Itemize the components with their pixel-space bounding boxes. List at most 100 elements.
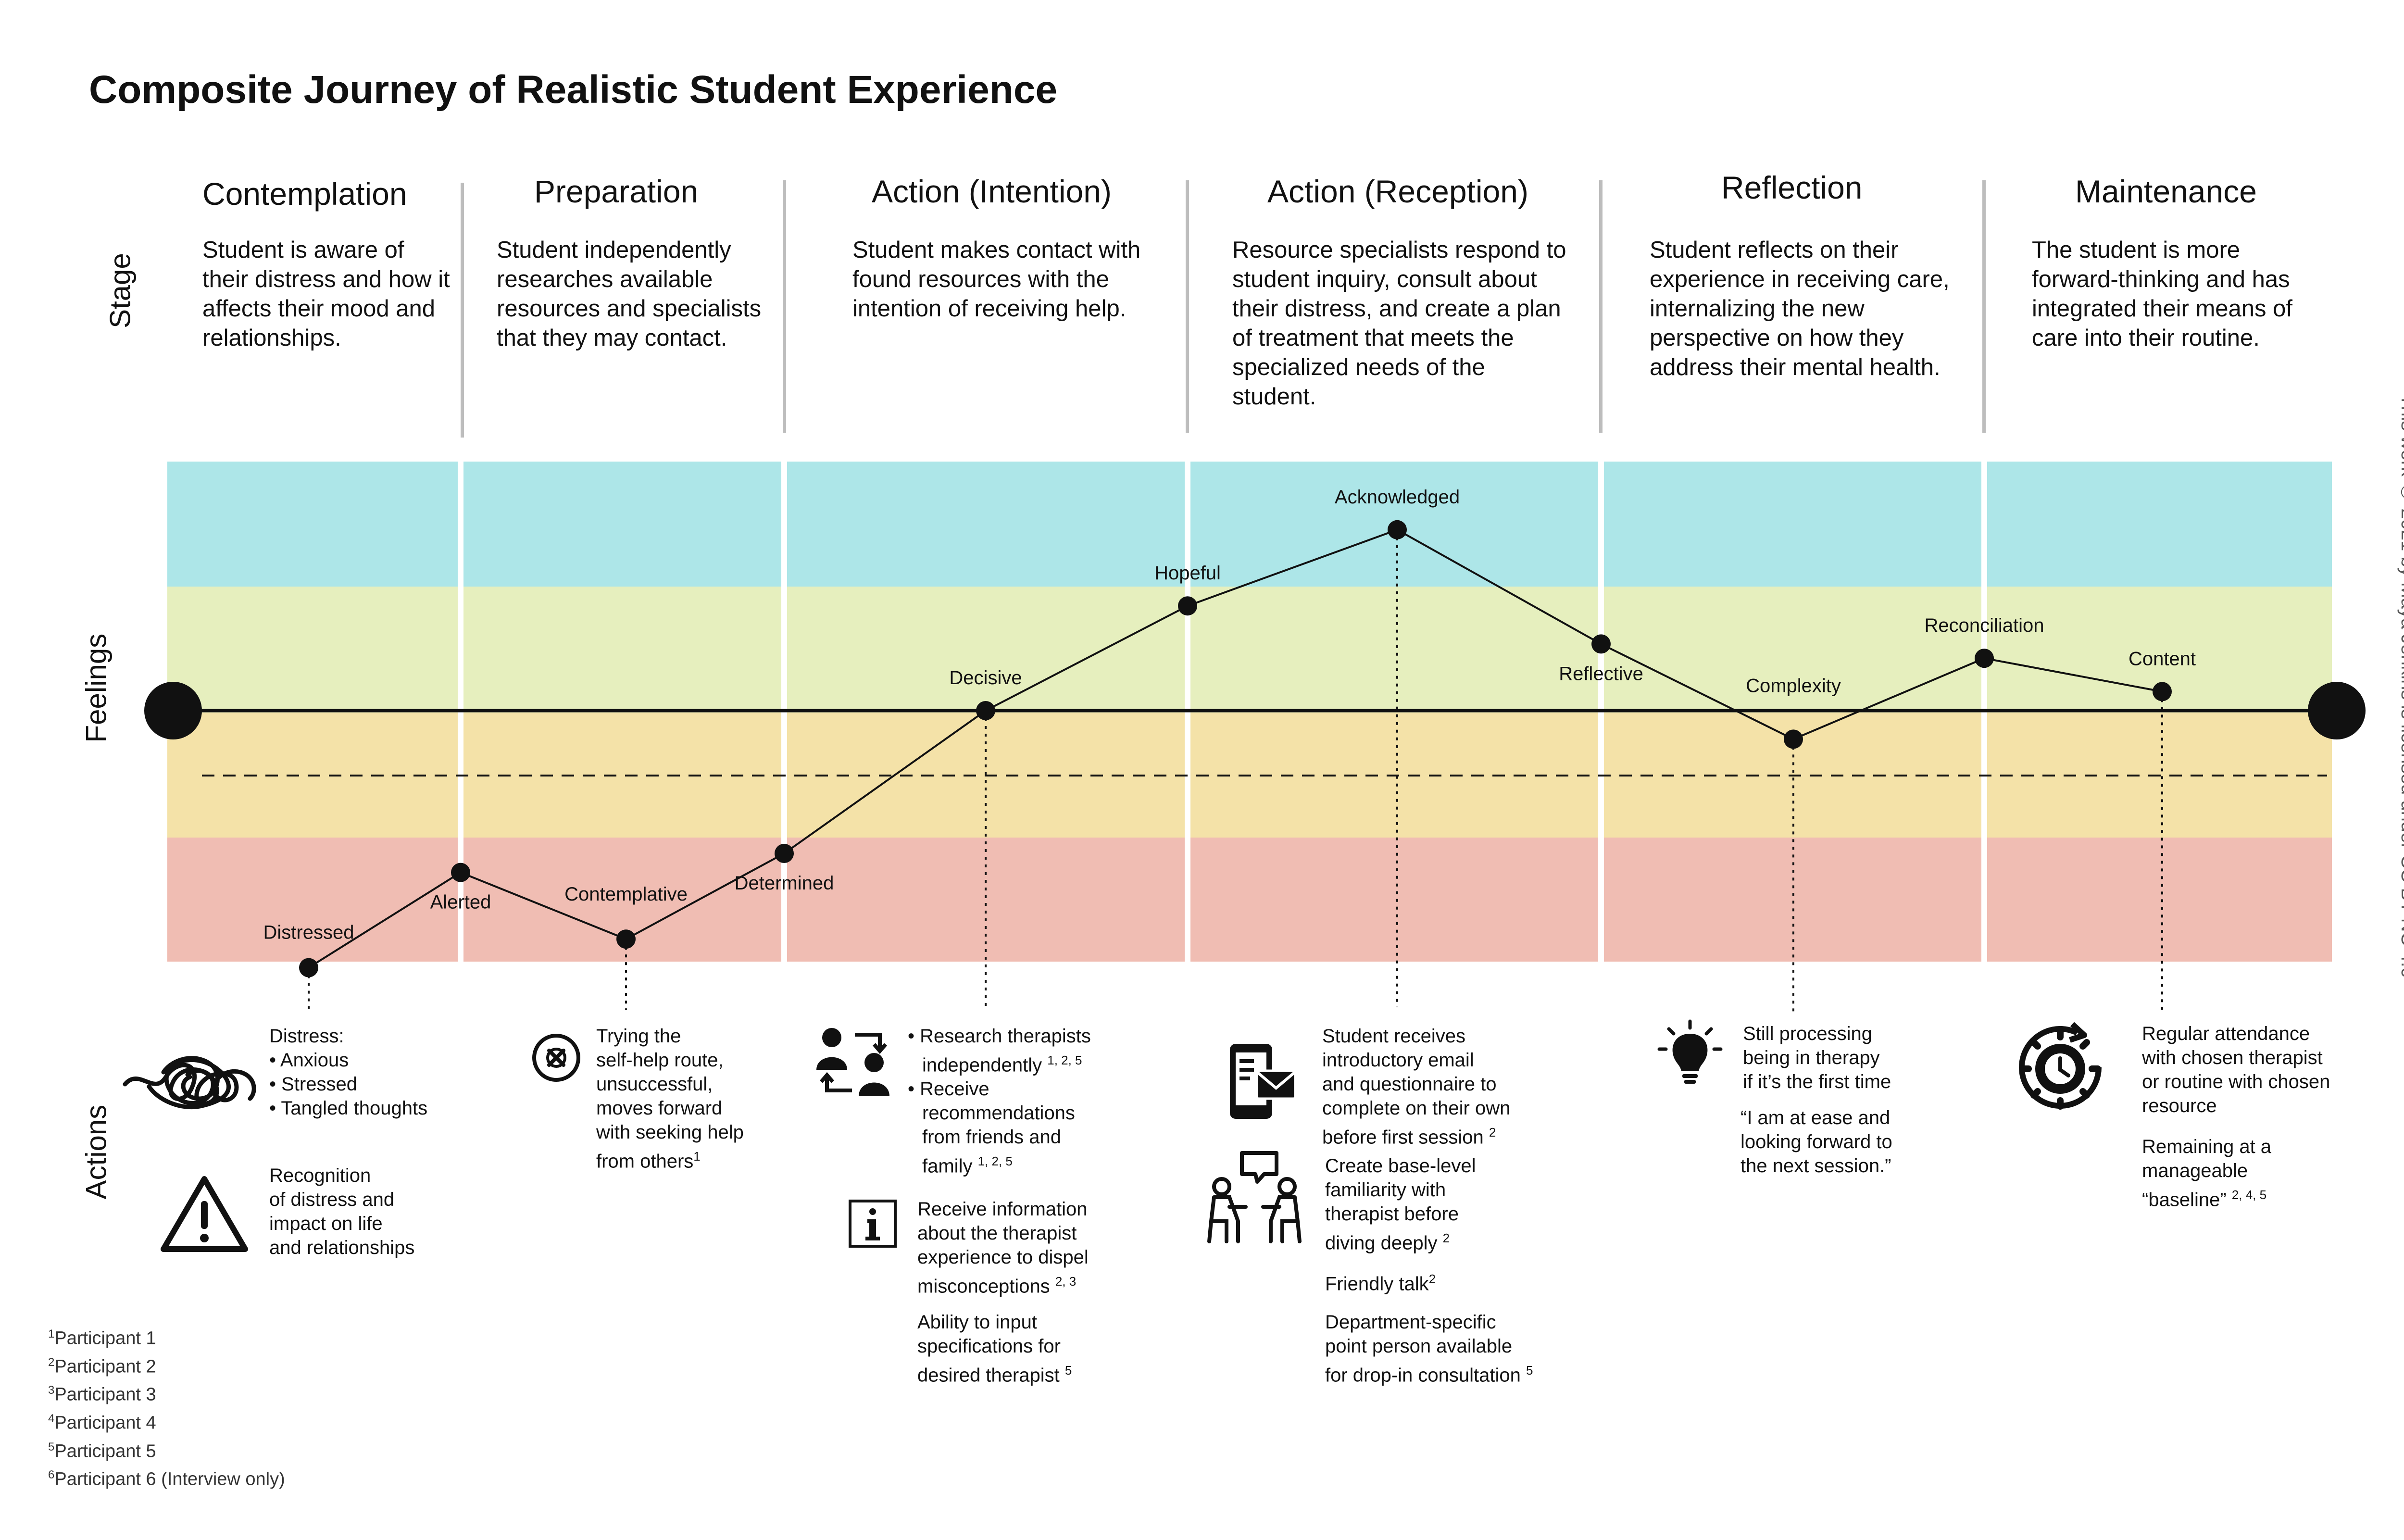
stage-name-preparation: Preparation	[534, 174, 699, 209]
action-maintenance-line: with chosen therapist	[2142, 1047, 2323, 1068]
stage-name-reflection: Reflection	[1721, 170, 1863, 205]
action-maintenance-line: Regular attendance	[2142, 1023, 2310, 1044]
action-self-help-line: from others	[596, 1151, 694, 1172]
feeling-point	[299, 958, 318, 977]
footnote: 1Participant 1	[48, 1327, 156, 1349]
action-quote-line: “I am at ease and	[1740, 1107, 1891, 1128]
warning-icon	[161, 1176, 248, 1252]
action-distress-heading: Distress:	[269, 1026, 344, 1047]
action-distress-item: Tangled thoughts	[269, 1096, 427, 1120]
feeling-point	[1784, 729, 1803, 749]
failed-x-circle-icon	[532, 1034, 580, 1082]
stage-desc-action-intention: Student makes contact with found resourc…	[852, 237, 1141, 322]
action-familiar-line: familiarity with	[1325, 1179, 1446, 1201]
footnote-ref: 1, 2, 5	[1047, 1053, 1082, 1067]
journey-start-marker	[144, 682, 202, 739]
feeling-point-label: Contemplative	[564, 884, 688, 905]
feeling-point	[976, 701, 995, 720]
action-dept-line: for drop-in consultation	[1325, 1365, 1521, 1386]
feeling-band-bottom	[167, 838, 2332, 962]
feeling-point-label: Hopeful	[1154, 563, 1221, 584]
feeling-band-top	[167, 462, 2332, 587]
feeling-line-segment	[626, 852, 785, 940]
feeling-line-segment	[1187, 528, 1398, 607]
footnote: 5Participant 5	[48, 1440, 156, 1462]
action-familiar-line: diving deeply	[1325, 1232, 1438, 1254]
action-self-help-line: with seeking help	[596, 1122, 744, 1143]
routine-cycle-icon	[2019, 1022, 2102, 1110]
action-friendly-line: Friendly talk	[1325, 1273, 1429, 1295]
info-icon	[849, 1200, 897, 1248]
feeling-line-segment	[1397, 529, 1602, 645]
action-recommend-line: Receive	[908, 1077, 1091, 1101]
action-quote-line: looking forward to	[1740, 1131, 1892, 1152]
action-recommend-line: from friends and	[922, 1127, 1062, 1148]
footnote-ref: 1, 2, 5	[977, 1154, 1013, 1169]
feeling-line-segment	[1984, 657, 2163, 693]
action-quote: “I am at ease and looking forward to the…	[1740, 1106, 1892, 1178]
footnote: 4Participant 4	[48, 1412, 156, 1433]
action-self-help-line: Trying the	[596, 1026, 681, 1047]
footnote: 6Participant 6 (Interview only)	[48, 1468, 285, 1490]
action-maintenance-line: resource	[2142, 1095, 2217, 1116]
feeling-point	[1388, 520, 1407, 539]
feeling-point-label: Reconciliation	[1924, 615, 2044, 636]
action-research-line: independently	[922, 1054, 1042, 1076]
action-email-line: complete on their own	[1322, 1098, 1511, 1119]
footnote-ref: 1	[693, 1149, 701, 1164]
action-input-specs: Ability to input specifications for desi…	[917, 1310, 1072, 1387]
stage-desc-preparation: Student independently researches availab…	[497, 237, 762, 351]
action-self-help-line: self-help route,	[596, 1050, 724, 1071]
conversation-icon	[1207, 1151, 1302, 1243]
action-friendly-talk: Friendly talk2	[1325, 1267, 1436, 1296]
feeling-line-segment	[783, 710, 987, 854]
footnote-ref: 5	[1526, 1363, 1533, 1377]
action-distress-item: Anxious	[269, 1048, 427, 1072]
stage-desc-contemplation: Student is aware of their distress and h…	[202, 237, 450, 351]
feeling-line-segment	[308, 871, 462, 969]
action-input-line: desired therapist	[917, 1365, 1060, 1386]
lightbulb-icon	[1657, 1019, 1723, 1084]
action-input-line: Ability to input	[917, 1312, 1038, 1333]
footnote-ref: 2	[1428, 1272, 1436, 1286]
stage-desc-maintenance: The student is more forward-thinking and…	[2032, 237, 2293, 351]
footnote-ref: 2, 3	[1055, 1274, 1077, 1289]
feeling-band-upper	[167, 587, 2332, 713]
action-reflection-line: Still processing	[1743, 1023, 1873, 1044]
feeling-point	[1975, 649, 1994, 668]
feeling-point-label: Determined	[735, 873, 834, 894]
stage-name-maintenance: Maintenance	[2075, 174, 2257, 209]
action-baseline-line: Remaining at a	[2142, 1136, 2272, 1157]
feeling-point	[775, 844, 794, 863]
action-maintenance-line: or routine with chosen	[2142, 1071, 2330, 1092]
action-dept-line: Department-specific	[1325, 1312, 1496, 1333]
stage-divider	[783, 180, 786, 433]
feeling-line-segment	[1793, 657, 1985, 740]
action-info-line: about the therapist	[917, 1223, 1077, 1244]
action-baseline-line: “baseline”	[2142, 1189, 2227, 1211]
action-baseline: Remaining at a manageable “baseline” 2, …	[2142, 1135, 2271, 1212]
action-quote-line: the next session.”	[1740, 1155, 1891, 1177]
feeling-point	[451, 863, 470, 882]
action-email-line: Student receives	[1322, 1026, 1465, 1047]
journey-end-marker	[2308, 682, 2366, 739]
action-email-line: introductory email	[1322, 1050, 1474, 1071]
feeling-point-label: Acknowledged	[1335, 487, 1460, 508]
action-info-line: Receive information	[917, 1199, 1088, 1220]
stage-divider	[1186, 180, 1189, 433]
action-recommend-line: family	[922, 1155, 973, 1177]
action-research-line: Research therapists	[908, 1024, 1091, 1048]
action-department: Department-specific point person availab…	[1325, 1310, 1533, 1387]
stage-desc-action-reception: Resource specialists respond to student …	[1232, 237, 1566, 410]
license-credit: This work © 2021 by Maya Jenkins is lice…	[2397, 394, 2404, 978]
stage-divider	[1599, 180, 1603, 433]
action-recognition-line: impact on life	[269, 1213, 383, 1234]
action-recognition: Recognition of distress and impact on li…	[269, 1164, 414, 1260]
stage-name-action-reception: Action (Reception)	[1267, 174, 1528, 209]
action-reflection-line: if it’s the first time	[1743, 1071, 1891, 1092]
stage-name-contemplation: Contemplation	[202, 176, 407, 212]
action-baseline-line: manageable	[2142, 1160, 2248, 1181]
feeling-point-label: Alerted	[430, 892, 491, 913]
footnote: 2Participant 2	[48, 1355, 156, 1377]
